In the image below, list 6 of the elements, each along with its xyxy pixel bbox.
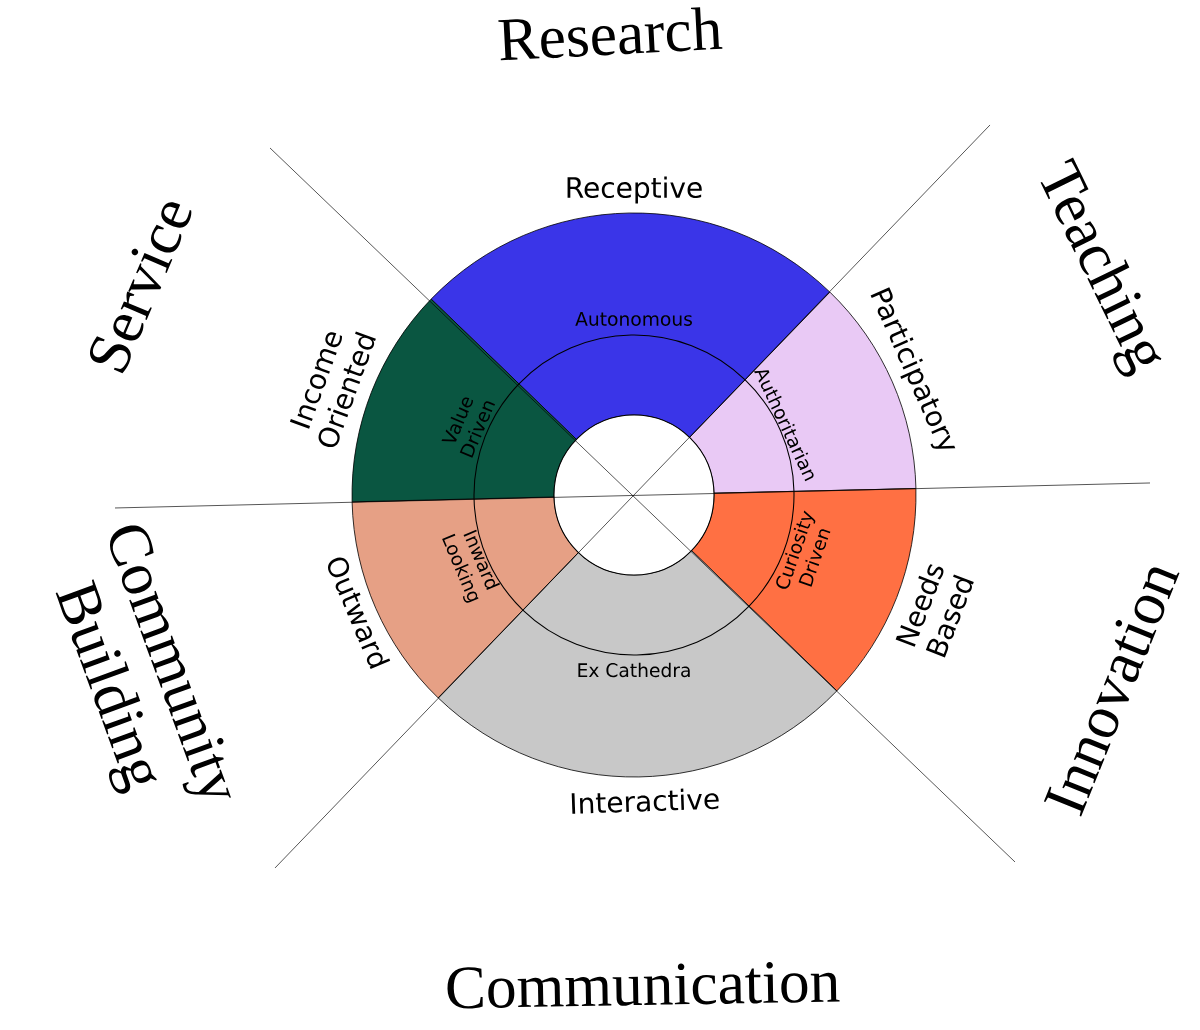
ring-label: Interactive [571,788,719,814]
category-heading: Service [90,202,192,374]
category-heading: Research [498,7,723,61]
ring-label: Receptive [567,176,702,204]
center-circle [553,414,715,576]
category-heading: Communication [447,962,840,1009]
